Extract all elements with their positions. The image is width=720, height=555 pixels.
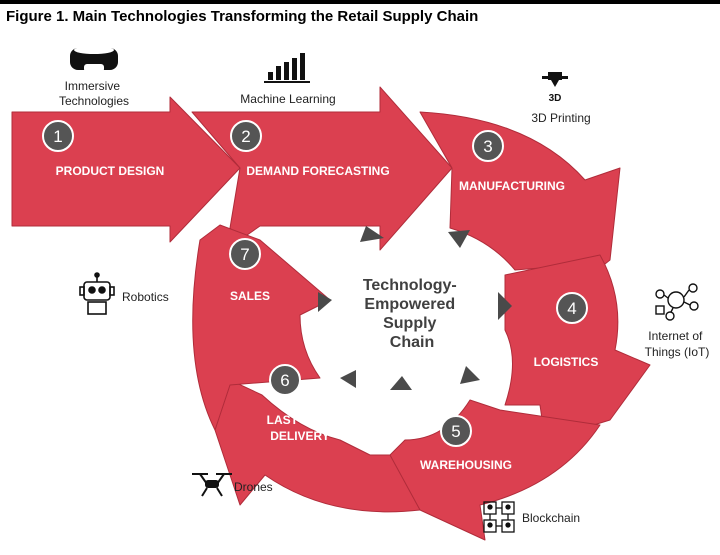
stage-label: LOGISTICS: [534, 355, 599, 369]
tech-blockchain: Blockchain: [483, 501, 580, 533]
stage-arrow-4: [504, 254, 651, 441]
stage-label: WAREHOUSING: [420, 458, 512, 472]
tech-label-line: Technologies: [59, 94, 129, 108]
tech-machine-learning: Machine Learning: [240, 53, 336, 106]
stage-label-line: DELIVERY: [270, 429, 330, 443]
tech-iot: Internet of Things (IoT): [645, 283, 710, 359]
vr-headset-icon: [70, 46, 118, 72]
tech-label: Machine Learning: [240, 92, 335, 106]
stage-number: 5: [451, 422, 460, 441]
tech-label: 3D Printing: [531, 111, 590, 125]
inner-triangle: [390, 376, 412, 390]
inner-triangle: [360, 226, 384, 242]
stage-4: 4 LOGISTICS: [534, 292, 599, 369]
inner-triangle: [448, 230, 470, 248]
stage-arrow-6: [214, 379, 421, 513]
stage-number-circle: [472, 130, 504, 162]
stage-2: 2 DEMAND FORECASTING: [230, 120, 390, 178]
stage-number-circle: [269, 364, 301, 396]
inner-triangle: [340, 370, 356, 388]
tech-label: Internet of Things (IoT): [645, 329, 710, 359]
tech-immersive: Immersive Technologies: [59, 46, 129, 108]
stage-arrows: [11, 86, 651, 541]
center-line: Chain: [390, 334, 434, 351]
stage-number: 6: [280, 371, 289, 390]
tech-3d-printing: 3D 3D Printing: [531, 72, 591, 125]
stage-6: 6 LAST-MILE DELIVERY: [267, 364, 334, 443]
stage-label: SALES: [230, 289, 270, 303]
stage-number-circle: [440, 415, 472, 447]
inner-triangle: [318, 292, 332, 312]
tech-label-line: Immersive: [65, 79, 121, 93]
tech-label-line: Internet of: [648, 329, 703, 343]
stage-label: PRODUCT DESIGN: [56, 164, 165, 178]
stage-arrow-3: [419, 111, 621, 301]
tech-label: Immersive Technologies: [59, 79, 129, 108]
center-line: Technology-: [363, 277, 457, 294]
inner-triangles: [318, 226, 512, 390]
stage-number: 4: [567, 299, 576, 318]
drone-icon: [192, 473, 232, 497]
tech-label: Robotics: [122, 290, 169, 304]
stage-label: LAST-MILE DELIVERY: [267, 413, 334, 443]
stage-number: 7: [240, 245, 249, 264]
stage-3: 3 MANUFACTURING: [459, 130, 565, 193]
figure-title: Figure 1. Main Technologies Transforming…: [6, 8, 479, 25]
stage-1: 1 PRODUCT DESIGN: [42, 120, 165, 178]
tech-label: Blockchain: [522, 511, 580, 525]
stage-5: 5 WAREHOUSING: [420, 415, 512, 472]
center-title: Technology- Empowered Supply Chain: [363, 277, 461, 351]
iot-network-icon: [655, 283, 699, 321]
title-rule: [0, 0, 720, 4]
svg-text:3D: 3D: [549, 93, 562, 104]
center-line: Supply: [383, 315, 436, 332]
tech-robotics: Robotics: [79, 272, 169, 315]
stage-7: 7 SALES: [229, 238, 270, 303]
stage-number-circle: [42, 120, 74, 152]
tech-label-line: Things (IoT): [645, 345, 710, 359]
stage-label: MANUFACTURING: [459, 179, 565, 193]
stage-number: 1: [53, 127, 62, 146]
stage-label: DEMAND FORECASTING: [246, 164, 389, 178]
blockchain-icon: [483, 501, 515, 533]
tech-drones: Drones: [192, 473, 273, 497]
stage-number: 3: [483, 137, 492, 156]
stage-number-circle: [230, 120, 262, 152]
stage-number: 2: [241, 127, 250, 146]
bar-chart-icon: [264, 53, 310, 83]
stage-number-circle: [229, 238, 261, 270]
robot-icon: [79, 272, 115, 315]
stage-label-line: LAST-MILE: [267, 413, 330, 427]
inner-triangle: [460, 366, 480, 384]
tech-label: Drones: [234, 480, 273, 494]
inner-triangle: [498, 292, 512, 320]
center-line: Empowered: [364, 296, 455, 313]
3d-printer-icon: 3D: [542, 72, 568, 104]
stage-number-circle: [556, 292, 588, 324]
